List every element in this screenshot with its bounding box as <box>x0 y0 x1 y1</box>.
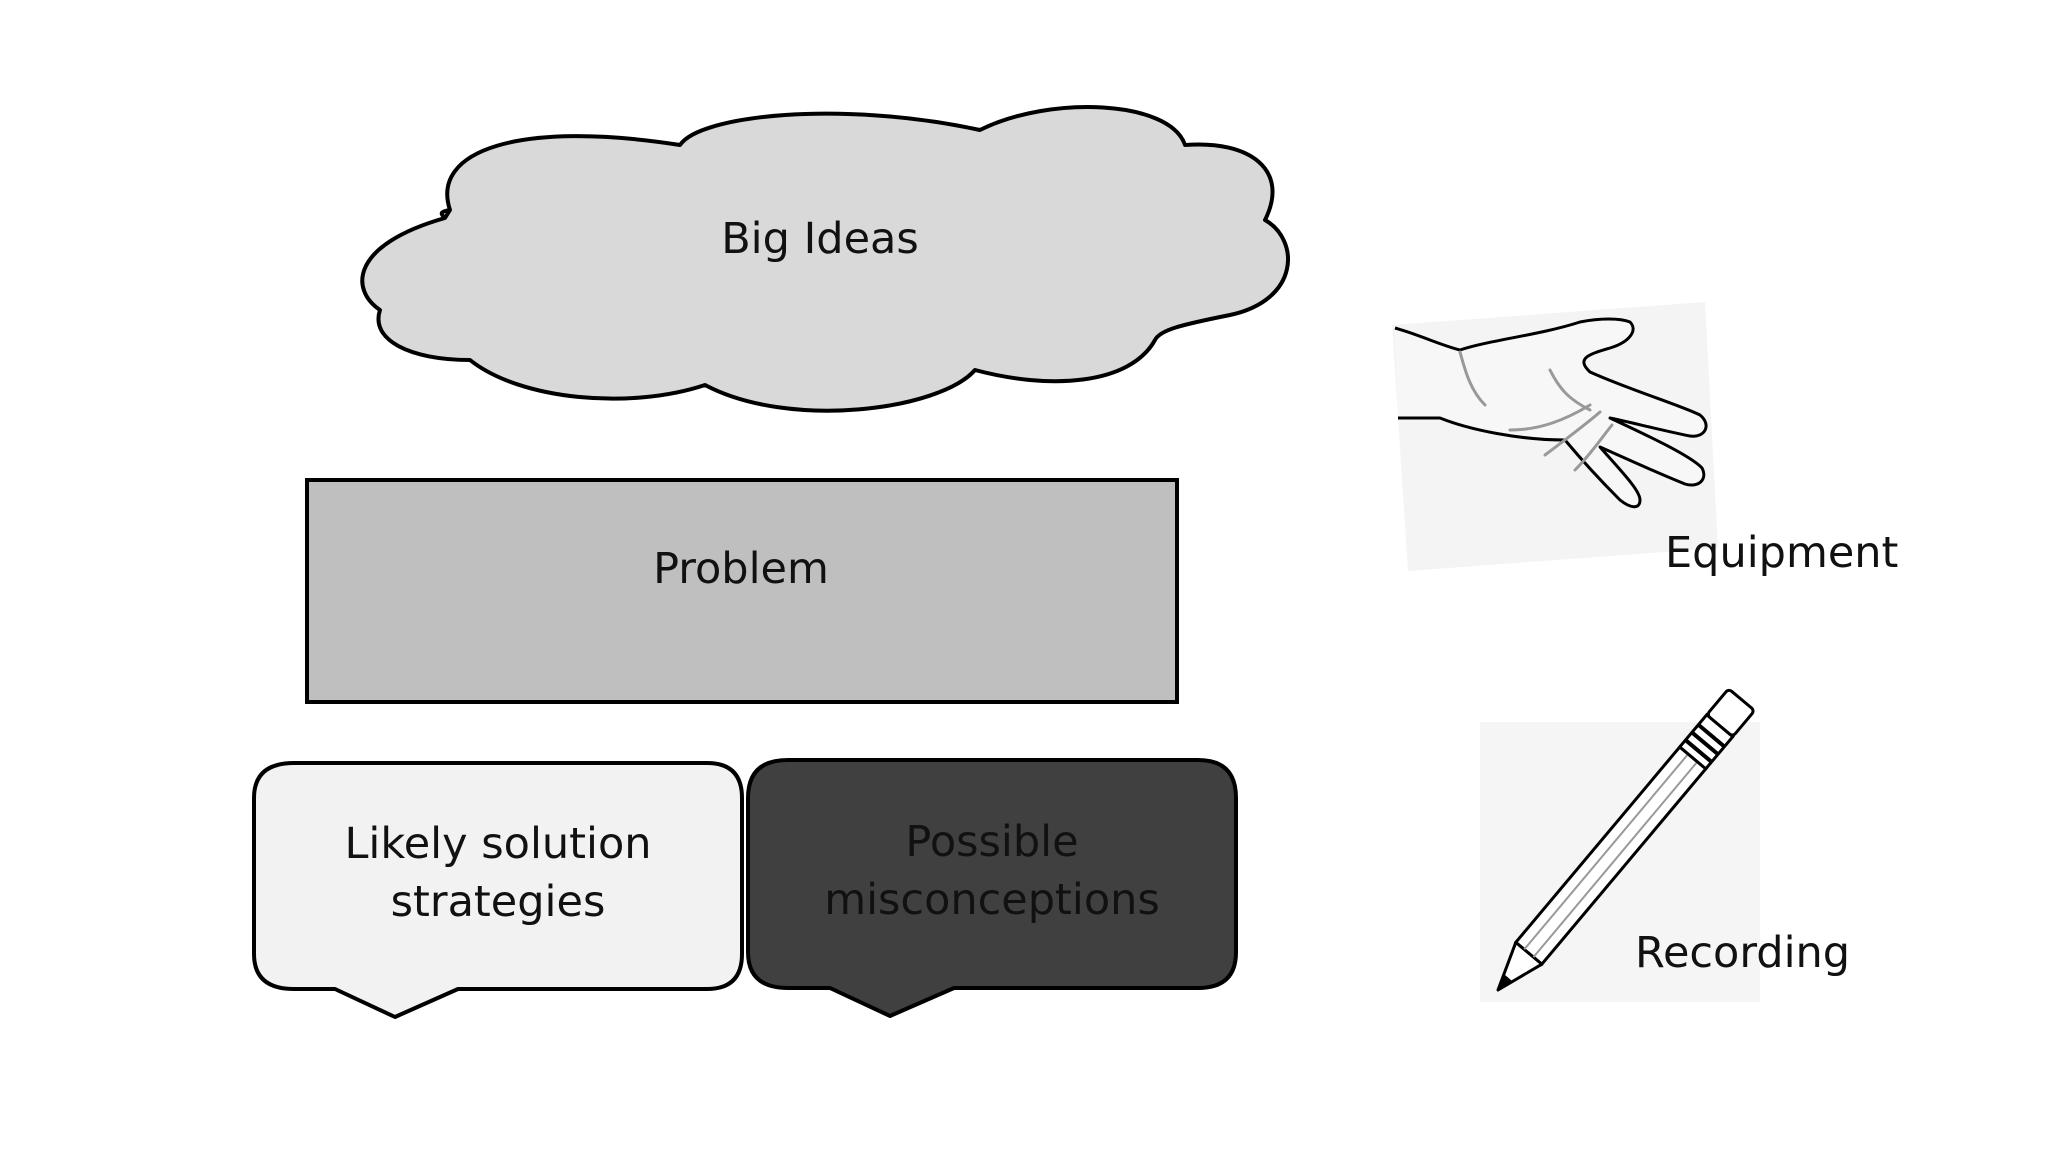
misconceptions-label: Possible misconceptions <box>748 813 1236 929</box>
equipment-label: Equipment <box>1665 528 1899 578</box>
recording-label: Recording <box>1635 928 1851 978</box>
strategies-label: Likely solution strategies <box>254 815 742 931</box>
big-ideas-label: Big Ideas <box>721 214 919 264</box>
strategies-line-2: strategies <box>390 877 606 928</box>
misconceptions-line-1: Possible <box>905 817 1079 867</box>
strategies-callout <box>252 761 744 1019</box>
strategies-line-1: Likely solution <box>344 819 652 869</box>
problem-label: Problem <box>653 544 829 594</box>
misconceptions-line-2: misconceptions <box>824 875 1160 926</box>
misconceptions-callout <box>746 758 1238 1018</box>
problem-box <box>305 478 1179 704</box>
